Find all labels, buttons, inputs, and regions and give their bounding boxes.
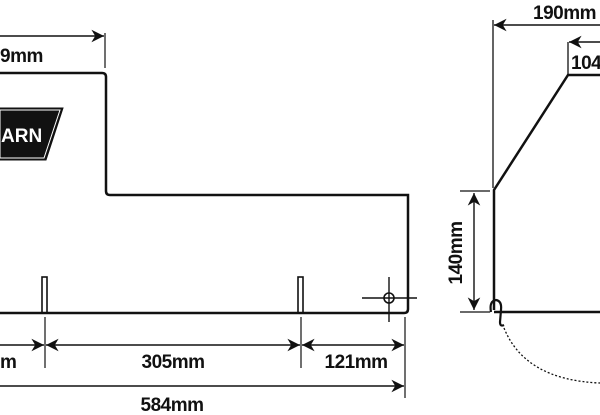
side-view-outline [0,71,410,315]
mounting-slot [41,276,48,314]
warn-logo: ARN [0,107,64,161]
cable-path [503,327,600,384]
mounting-slot [297,276,304,314]
dimension-left-segment: m [0,352,16,373]
dimension-top-width: 9mm [0,46,43,67]
dimension-lower-height: 140mm [446,222,467,285]
hook-icon [489,298,505,327]
dimension-end-offset: 121mm [325,352,388,373]
dimension-overall-depth: 190mm [533,3,596,24]
hole-crosshair-icon [362,277,417,322]
dimension-top-width-end: 104 [571,53,600,74]
dimension-slot-spacing: 305mm [142,352,205,373]
end-view-outline [492,73,600,310]
logo-text: ARN [1,126,42,147]
dimension-overall-length: 584mm [141,395,204,415]
